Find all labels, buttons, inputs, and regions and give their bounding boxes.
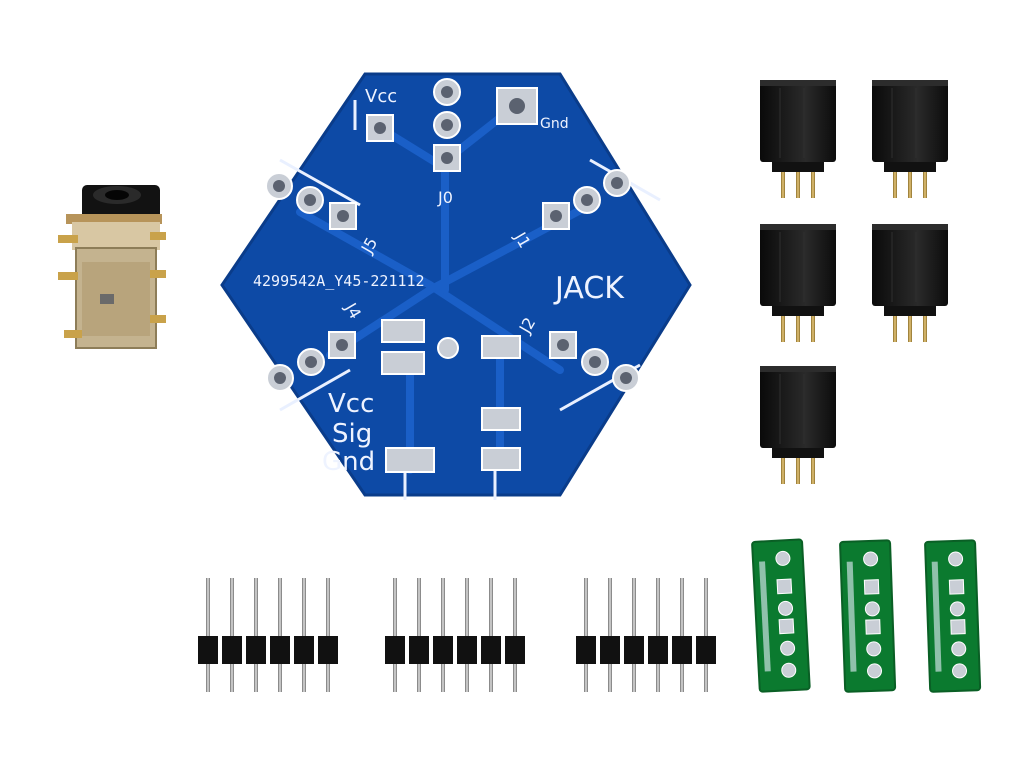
part-number-label: 4299542A_Y45-221112 — [253, 272, 425, 290]
legend-vcc-label: Vcc — [328, 389, 374, 419]
legend-sig-label: Sig — [332, 419, 372, 449]
j0-label: J0 — [437, 188, 453, 207]
legend-gnd-label: Gnd — [322, 447, 375, 477]
jack-pcb: Vcc Gnd J0 J5 J1 J4 J2 4299542A_Y45-2211… — [220, 72, 692, 500]
green-breakout-board — [751, 538, 811, 693]
breakout-boards — [751, 538, 982, 693]
board-title-label: JACK — [553, 271, 625, 306]
green-breakout-board — [839, 539, 897, 693]
gnd-top-label: Gnd — [540, 116, 569, 132]
audio-jack-component — [58, 185, 166, 349]
vcc-top-label: Vcc — [365, 86, 397, 107]
green-breakout-board — [924, 539, 982, 693]
